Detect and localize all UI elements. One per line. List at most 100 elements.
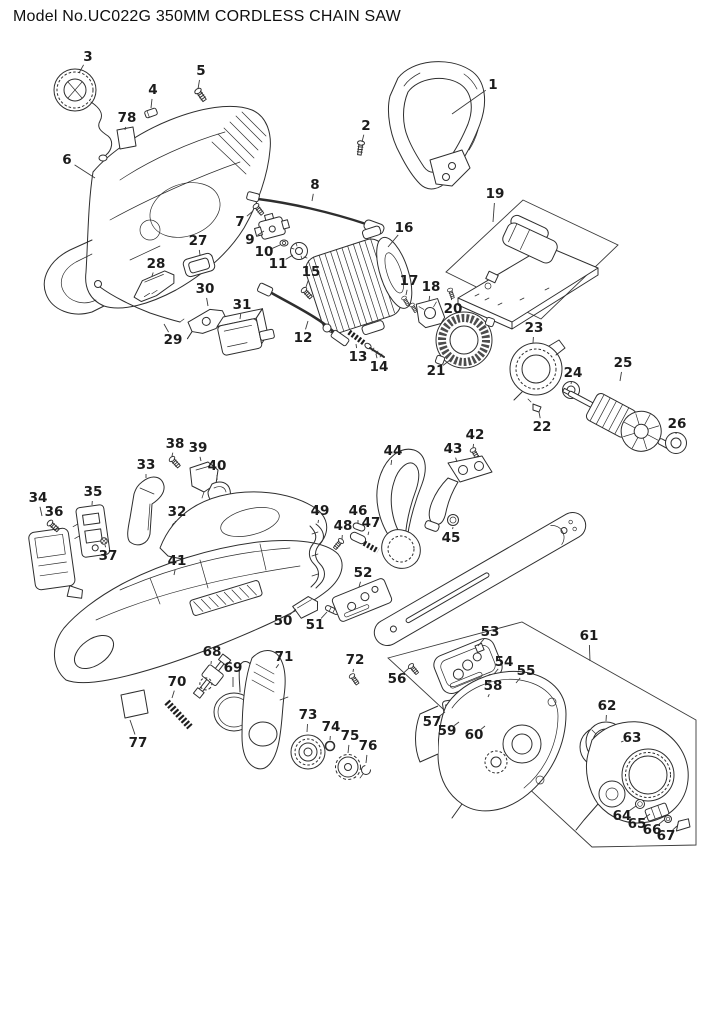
part-illustration-14 — [364, 342, 385, 358]
leader-line-14 — [375, 353, 378, 359]
part-label-8: 8 — [310, 177, 319, 193]
part-illustration-5 — [193, 86, 209, 103]
part-label-61: 61 — [580, 628, 599, 644]
part-illustration-29 — [94, 280, 185, 323]
leader-line-63 — [620, 740, 624, 743]
leader-line-31 — [239, 313, 242, 320]
part-illustration-38 — [167, 454, 182, 470]
leader-line-6 — [74, 164, 96, 179]
part-label-39: 39 — [189, 440, 208, 456]
part-illustration-21 — [434, 311, 496, 369]
part-label-31: 31 — [233, 297, 252, 313]
leader-line-60 — [480, 725, 486, 730]
leader-line-1 — [451, 89, 486, 115]
part-label-73: 73 — [299, 707, 318, 723]
part-illustration-47 — [349, 531, 380, 554]
part-label-26: 26 — [668, 416, 687, 432]
part-label-55: 55 — [517, 663, 536, 679]
part-illustration-46 — [352, 522, 366, 532]
leader-line-37 — [104, 544, 107, 548]
leader-line-29 — [163, 323, 169, 333]
part-label-10: 10 — [255, 244, 274, 260]
part-label-74: 74 — [322, 719, 341, 735]
part-illustration-28 — [133, 270, 175, 303]
leader-line-55 — [515, 677, 521, 684]
part-label-76: 76 — [359, 738, 378, 754]
leader-line-59 — [453, 721, 460, 726]
part-label-53: 53 — [481, 624, 500, 640]
part-illustration-9 — [254, 212, 290, 240]
part-illustration-11 — [290, 242, 308, 260]
part-label-68: 68 — [203, 644, 222, 660]
part-illustration-41 — [54, 491, 343, 684]
leader-line-51 — [320, 611, 328, 619]
part-illustration-73 — [290, 734, 326, 770]
leader-line-5 — [197, 79, 200, 90]
part-label-2: 2 — [361, 118, 370, 134]
leader-line-72 — [352, 668, 354, 673]
part-label-54: 54 — [495, 654, 514, 670]
part-label-38: 38 — [166, 436, 185, 452]
part-illustration-48 — [331, 537, 346, 551]
leader-line-12 — [305, 320, 309, 330]
part-label-62: 62 — [598, 698, 617, 714]
leader-line-65 — [643, 813, 651, 819]
part-label-20: 20 — [444, 301, 463, 317]
part-label-57: 57 — [423, 714, 442, 730]
part-label-15: 15 — [302, 264, 321, 280]
part-label-36: 36 — [45, 504, 64, 520]
part-illustration-74 — [324, 740, 336, 752]
leader-line-10 — [272, 244, 281, 249]
part-illustration-65 — [644, 802, 670, 822]
part-illustration-61-guard — [575, 721, 689, 831]
part-label-35: 35 — [84, 484, 103, 500]
leader-line-13 — [355, 343, 358, 349]
part-illustration-44 — [376, 448, 426, 569]
leader-line-38 — [171, 452, 174, 457]
leader-line-17 — [405, 289, 408, 296]
part-illustration-66 — [664, 815, 672, 823]
part-illustration-64 — [635, 799, 645, 809]
leader-line-53 — [477, 638, 485, 647]
part-illustration-guide-bar — [373, 512, 587, 646]
part-illustration-18 — [415, 298, 446, 329]
part-illustration-33 — [127, 476, 165, 546]
leader-line-18 — [428, 295, 431, 302]
leader-line-66 — [658, 819, 665, 825]
leader-line-30 — [206, 297, 209, 307]
part-label-47: 47 — [362, 515, 381, 531]
part-illustration-31 — [216, 308, 275, 356]
leader-line-50 — [289, 608, 297, 616]
part-label-78: 78 — [118, 110, 137, 126]
leader-line-11 — [285, 254, 294, 260]
part-illustration-75 — [335, 754, 361, 780]
part-illustration-3 — [53, 68, 113, 162]
leader-line-15 — [305, 280, 309, 288]
part-label-70: 70 — [168, 674, 187, 690]
part-label-32: 32 — [168, 504, 187, 520]
part-label-65: 65 — [628, 816, 647, 832]
part-label-19: 19 — [486, 186, 505, 202]
part-label-25: 25 — [614, 355, 633, 371]
leader-line-67 — [672, 825, 678, 831]
part-label-63: 63 — [623, 730, 642, 746]
leader-line-7 — [246, 210, 254, 217]
part-illustration-61 — [415, 670, 567, 819]
leader-line-71 — [275, 664, 280, 669]
part-label-4: 4 — [148, 82, 157, 98]
part-label-37: 37 — [99, 548, 118, 564]
leader-line-64 — [629, 805, 637, 812]
leader-line-19 — [492, 202, 495, 223]
leader-line-44 — [390, 459, 393, 466]
part-label-49: 49 — [311, 503, 330, 519]
part-illustration-19 — [457, 214, 599, 330]
part-illustration-22 — [527, 398, 542, 413]
part-label-3: 3 — [83, 49, 92, 65]
part-label-5: 5 — [196, 63, 205, 79]
part-illustration-26 — [665, 432, 687, 454]
part-label-21: 21 — [427, 363, 446, 379]
part-label-30: 30 — [196, 281, 215, 297]
leader-line-27 — [198, 249, 201, 256]
part-illustration-12 — [257, 282, 350, 347]
